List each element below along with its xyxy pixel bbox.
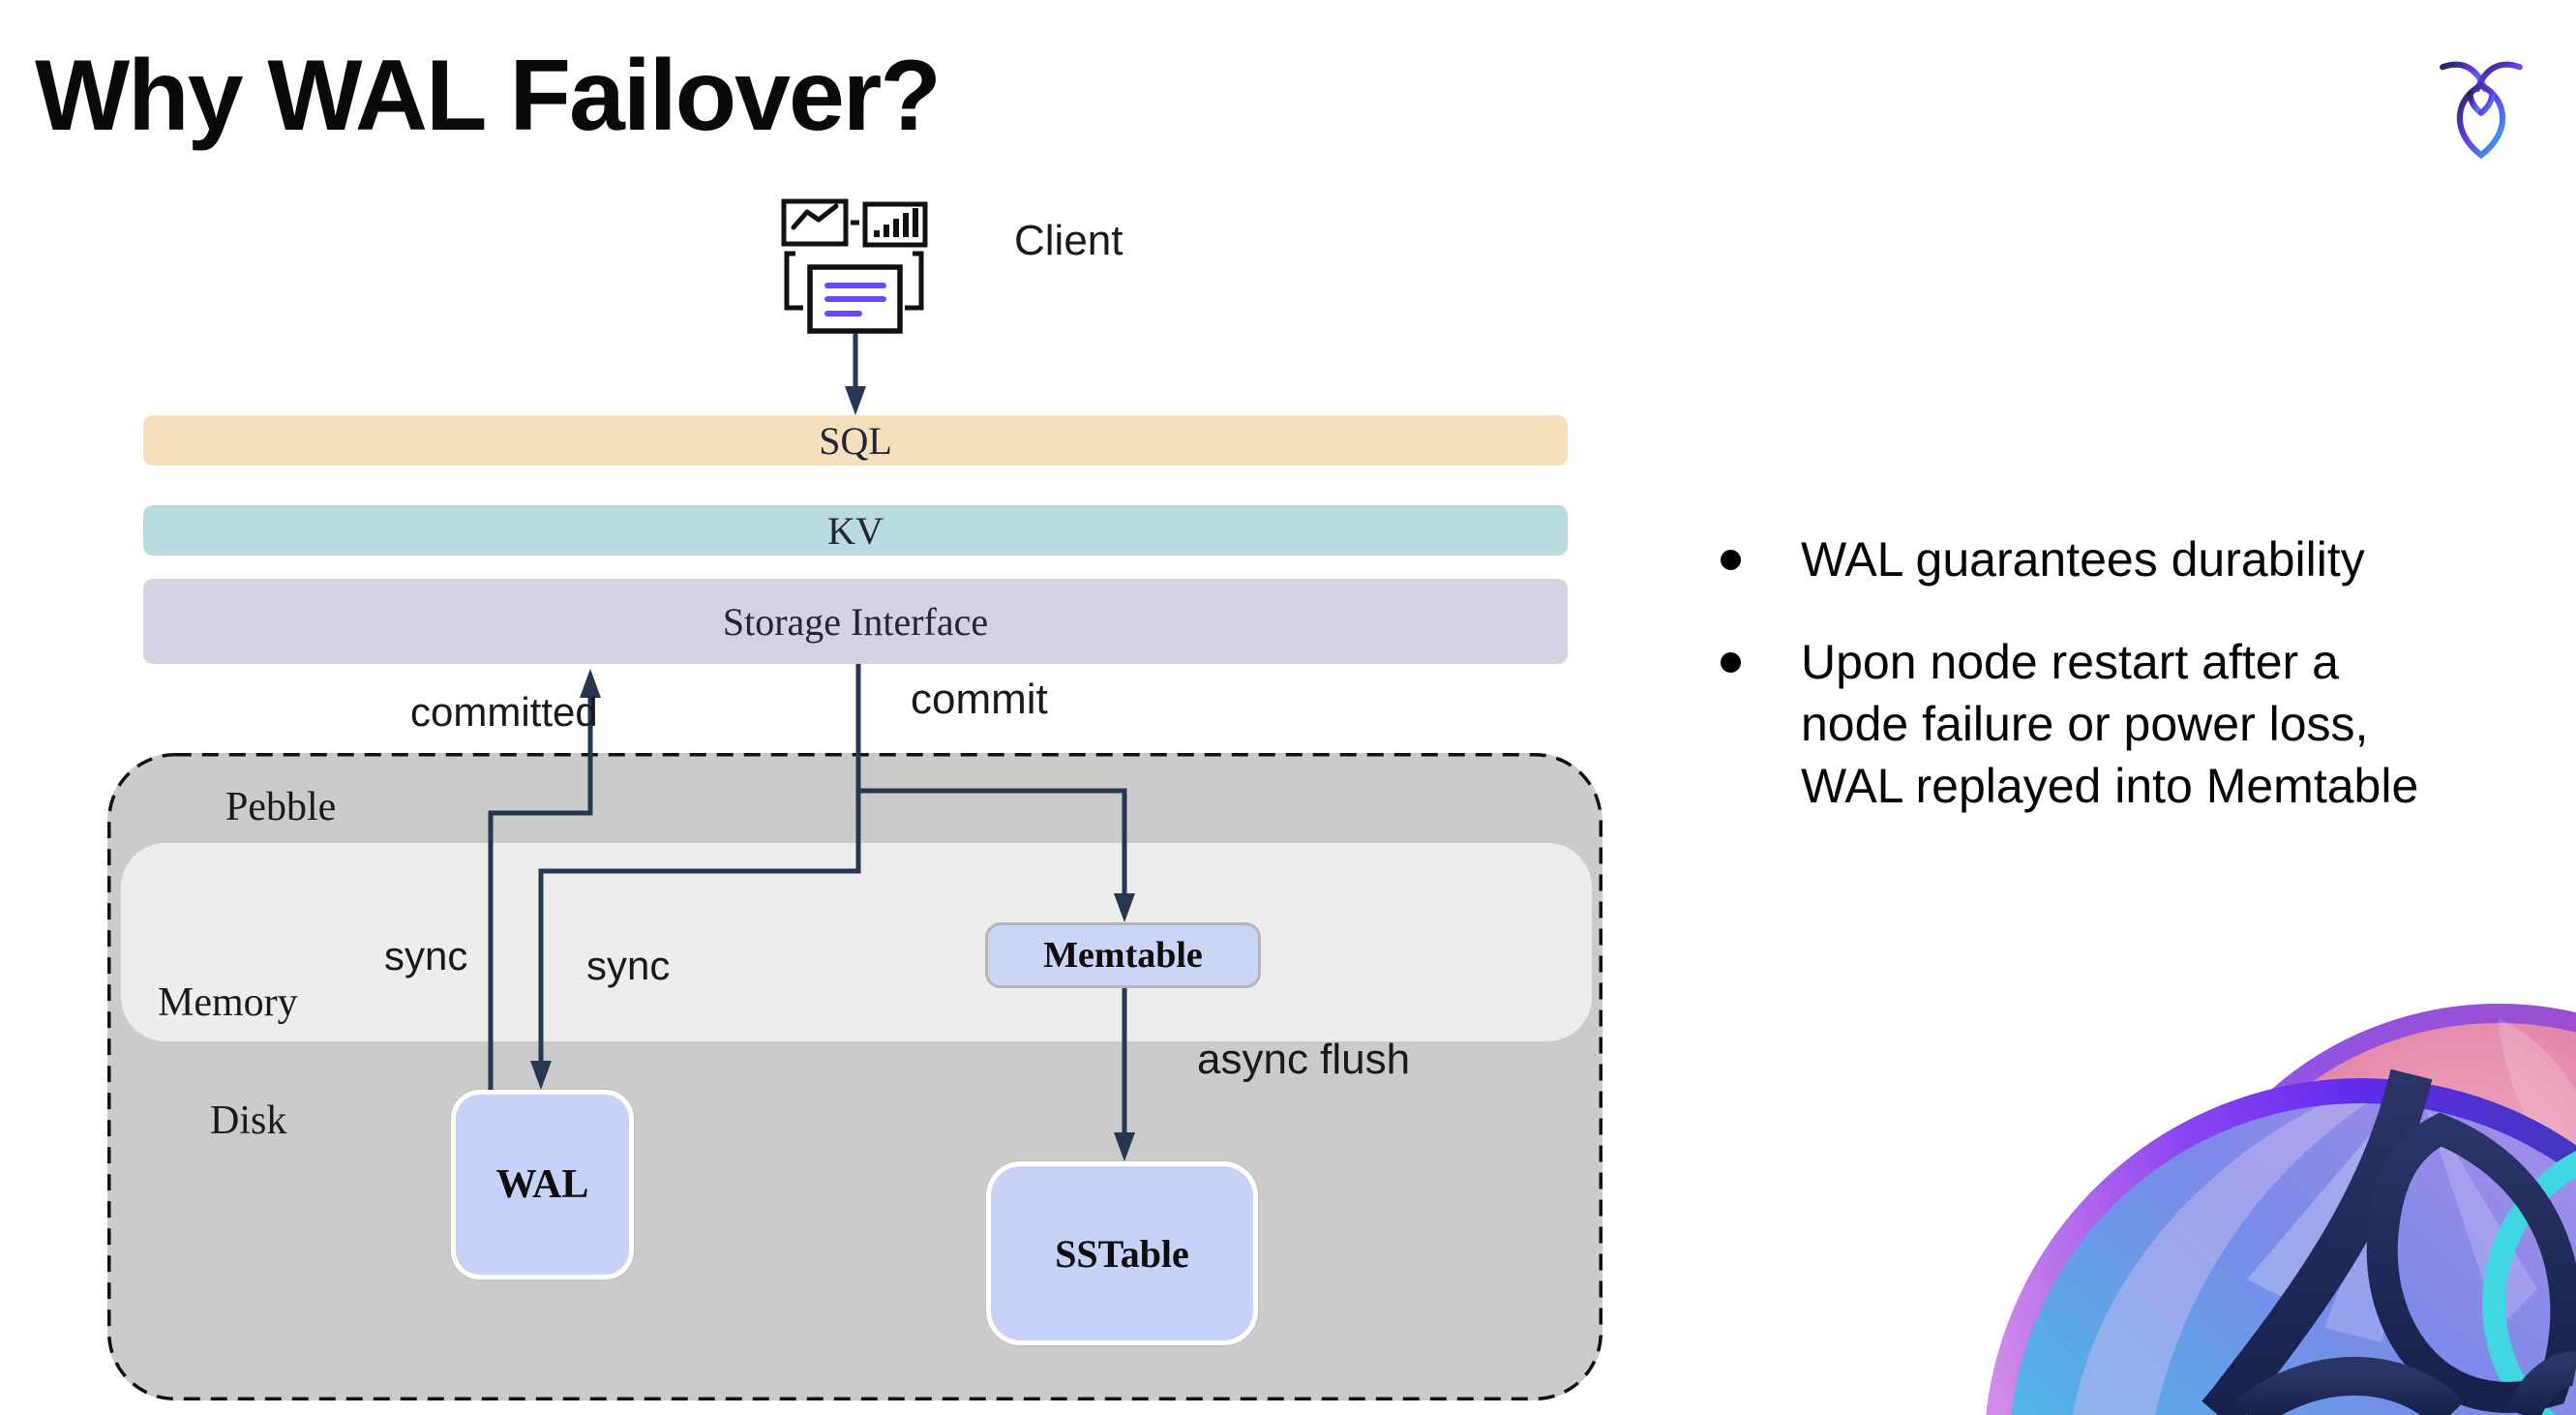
brand-artwork-decoration: [1986, 1004, 2576, 1415]
bullet-dot-icon: [1721, 652, 1741, 673]
memory-label: Memory: [158, 980, 298, 1025]
committed-edge-label: committed: [410, 689, 598, 735]
layer-storage-label: Storage Interface: [722, 599, 989, 644]
client-workstation-icon: [781, 198, 928, 334]
bullet-text: Upon node restart after a node failure o…: [1801, 635, 2419, 813]
sync-left-edge-label: sync: [384, 933, 468, 978]
list-item: Upon node restart after a node failure o…: [1715, 631, 2547, 817]
memtable-label: Memtable: [1043, 935, 1203, 976]
list-item: WAL guarantees durability: [1715, 528, 2547, 590]
bracket-left: [784, 251, 803, 311]
async-flush-edge-label: async flush: [1197, 1036, 1411, 1083]
commit-edge-label: commit: [911, 676, 1048, 723]
page-title: Why WAL Failover?: [35, 40, 942, 152]
wal-label: WAL: [495, 1162, 589, 1207]
client-label: Client: [1014, 217, 1123, 264]
bracket-right: [905, 251, 924, 311]
pebble-label: Pebble: [225, 785, 337, 829]
layer-sql-label: SQL: [819, 418, 892, 463]
cyan-ring: [2482, 1151, 2576, 1415]
sync-right-edge-label: sync: [586, 943, 671, 988]
layer-kv-label: KV: [827, 508, 884, 553]
arrowhead-sql: [845, 386, 866, 415]
bullet-text: WAL guarantees durability: [1801, 532, 2365, 587]
wal-node: WAL: [451, 1090, 634, 1280]
sstable-node: SSTable: [986, 1161, 1258, 1345]
layer-storage-interface: Storage Interface: [143, 579, 1568, 664]
disk-label: Disk: [210, 1099, 287, 1143]
purple-ring: [1986, 1078, 2576, 1415]
memtable-node: Memtable: [985, 922, 1261, 988]
bullet-dot-icon: [1721, 550, 1741, 570]
cockroachdb-logo-icon: [2440, 61, 2523, 160]
layer-kv: KV: [143, 505, 1568, 556]
sstable-label: SSTable: [1055, 1231, 1189, 1276]
layer-sql: SQL: [143, 415, 1568, 466]
memory-band: [121, 843, 1592, 1041]
document-text-lines: [824, 283, 886, 316]
roach-glyph: [2202, 1069, 2576, 1415]
bar-chart-bars: [874, 208, 918, 237]
bullet-list: WAL guarantees durability Upon node rest…: [1715, 528, 2547, 858]
